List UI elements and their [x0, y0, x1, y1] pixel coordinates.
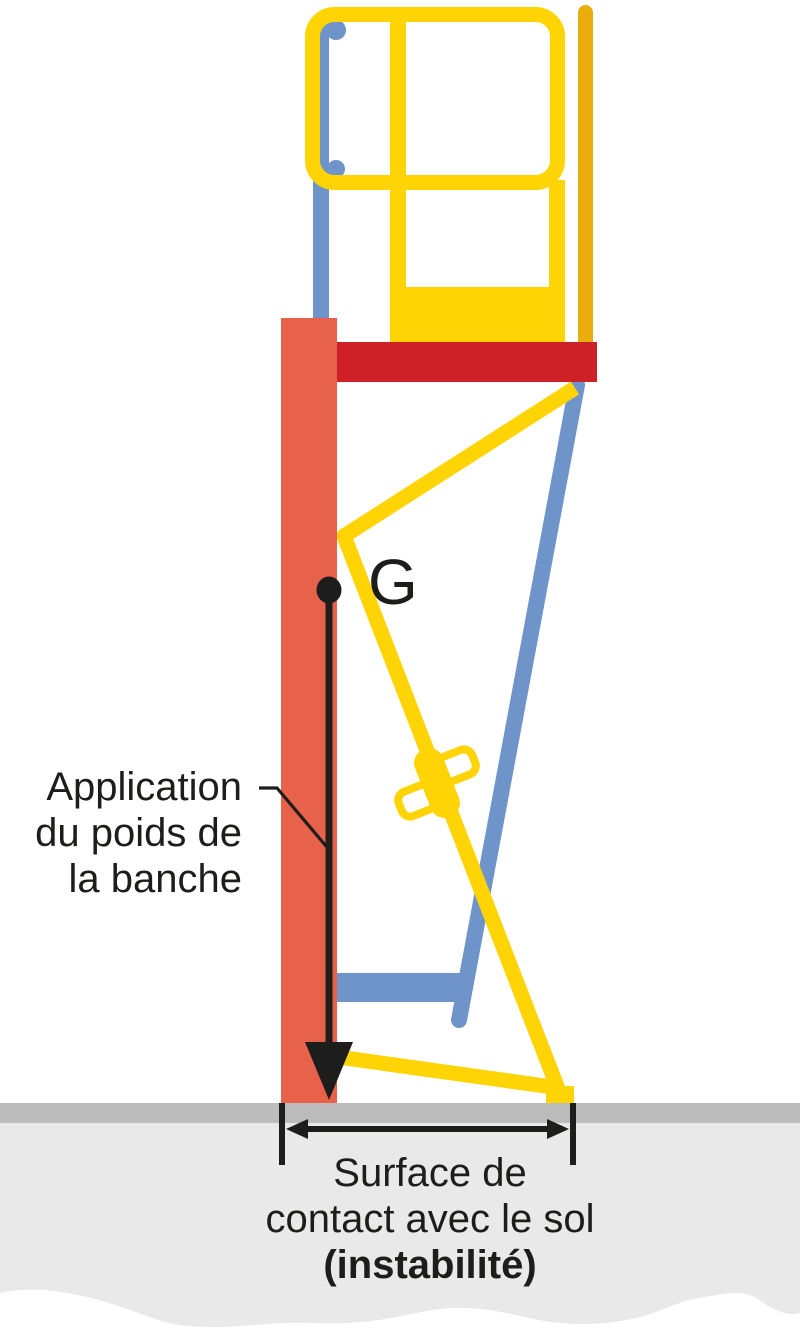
mast-curl-top	[326, 20, 346, 40]
weight-label-line3: la banche	[69, 857, 242, 901]
surface-label-line3: (instabilité)	[323, 1243, 536, 1287]
leader-line	[259, 786, 333, 854]
weight-label-line2: du poids de	[35, 811, 242, 855]
ground-surface-strip	[0, 1103, 800, 1123]
blue-rear-leg	[328, 377, 585, 1028]
turnbuckle	[394, 745, 480, 821]
stabilizer-prop	[336, 381, 580, 1097]
dimension-tick-left	[279, 1103, 285, 1165]
weight-arrowhead	[305, 1042, 353, 1100]
stabilizer-braces	[336, 381, 580, 1103]
surface-label-line2: contact avec le sol	[265, 1197, 594, 1241]
platform-toe-board	[390, 287, 565, 343]
gold-rear-post	[578, 5, 593, 350]
platform-guardrail	[305, 5, 593, 350]
center-of-gravity-label: G	[368, 546, 418, 618]
weight-vector: G	[305, 546, 418, 1100]
mast-curl-middle	[327, 160, 345, 178]
center-of-gravity-dot	[316, 576, 342, 604]
cross-member	[328, 973, 465, 1002]
weight-arrow-shaft	[325, 590, 333, 1045]
ground-soil-area	[0, 1123, 800, 1328]
platform-beam	[337, 342, 597, 382]
guardrail-right-post	[549, 180, 565, 292]
turnbuckle-body	[414, 748, 460, 818]
guardrail-top-frame	[305, 7, 565, 190]
dimension-arrowhead-left	[286, 1119, 308, 1139]
contact-surface-dimension: Surface de contact avec le sol (instabil…	[265, 1103, 595, 1287]
surface-label-line1: Surface de	[333, 1151, 526, 1195]
dimension-arrowhead-right	[547, 1119, 569, 1139]
bottom-brace	[336, 1049, 554, 1095]
dimension-tick-right	[570, 1103, 576, 1165]
weight-label-line1: Application	[46, 765, 242, 809]
guardrail-mid-post	[390, 7, 406, 343]
stabilizer-foot	[546, 1086, 574, 1103]
weight-annotation: Application du poids de la banche	[35, 765, 333, 901]
rear-leg-diagonal	[451, 377, 585, 1028]
